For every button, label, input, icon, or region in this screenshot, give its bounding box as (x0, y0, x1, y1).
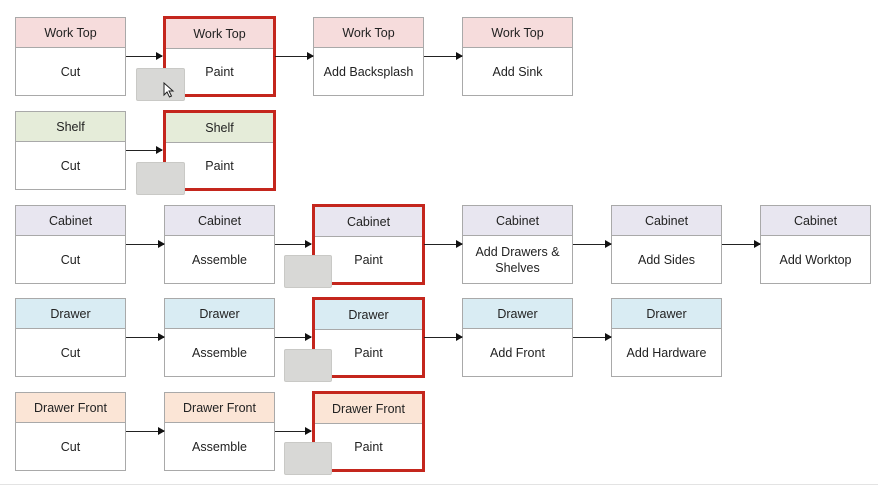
step-action: Add Drawers & Shelves (475, 244, 560, 275)
step-header: Cabinet (761, 206, 870, 236)
overlay-patch (136, 162, 185, 195)
step-header: Shelf (166, 113, 273, 143)
step-header: Work Top (16, 18, 125, 48)
overlay-patch (284, 349, 332, 382)
step-action: Add Front (490, 345, 545, 360)
flow-arrow (275, 333, 312, 341)
step-action: Paint (354, 252, 383, 267)
overlay-patch (136, 68, 185, 101)
flow-arrow (275, 240, 312, 248)
step-action: Cut (60, 252, 81, 267)
step-action: Paint (354, 345, 383, 360)
mouse-cursor-icon (163, 82, 175, 98)
step-header: Cabinet (165, 206, 274, 236)
step-header: Drawer Front (315, 394, 422, 424)
step-action: Paint (205, 64, 234, 79)
step-action: Add Backsplash (323, 64, 414, 79)
step-action: Assemble (192, 439, 247, 454)
overlay-patch (284, 255, 332, 288)
step-header: Drawer (315, 300, 422, 330)
step-action: Add Worktop (779, 252, 852, 267)
step-action: Cut (60, 439, 81, 454)
flow-arrow (573, 333, 612, 341)
step-action: Assemble (192, 345, 247, 360)
flow-arrow (126, 240, 165, 248)
step-header: Cabinet (463, 206, 572, 236)
step-header: Cabinet (315, 207, 422, 237)
flow-arrow (126, 333, 165, 341)
step-header: Shelf (16, 112, 125, 142)
step-header: Drawer (612, 299, 721, 329)
step-action: Cut (60, 158, 81, 173)
step-action: Cut (60, 64, 81, 79)
step-action: Add Sink (492, 64, 543, 79)
step-action: Add Hardware (626, 345, 707, 360)
step-header: Work Top (463, 18, 572, 48)
step-header: Cabinet (612, 206, 721, 236)
step-action: Paint (354, 439, 383, 454)
step-header: Drawer Front (165, 393, 274, 423)
step-action: Add Sides (638, 252, 695, 267)
step-header: Cabinet (16, 206, 125, 236)
flow-arrow (424, 333, 463, 341)
flow-arrow (126, 146, 163, 154)
flow-arrow (275, 52, 314, 60)
step-header: Drawer (165, 299, 274, 329)
flow-arrow (126, 427, 165, 435)
step-header: Drawer (463, 299, 572, 329)
step-action: Paint (205, 158, 234, 173)
flow-arrow (424, 240, 463, 248)
step-header: Work Top (314, 18, 423, 48)
step-action: Cut (60, 345, 81, 360)
step-action: Assemble (192, 252, 247, 267)
bottom-divider (0, 484, 878, 485)
overlay-patch (284, 442, 332, 475)
flow-arrow (722, 240, 761, 248)
flow-arrow (573, 240, 612, 248)
flow-arrow (275, 427, 312, 435)
step-header: Drawer (16, 299, 125, 329)
step-header: Work Top (166, 19, 273, 49)
step-header: Drawer Front (16, 393, 125, 423)
flow-arrow (424, 52, 463, 60)
flow-arrow (126, 52, 163, 60)
